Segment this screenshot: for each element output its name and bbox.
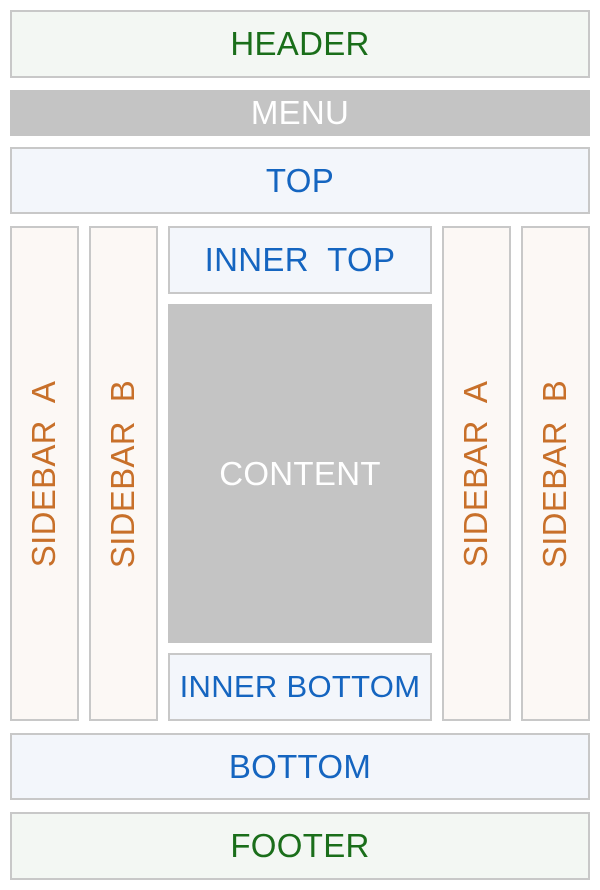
- content-label: CONTENT: [219, 454, 381, 492]
- header-block: HEADER: [10, 10, 590, 78]
- menu-block: MENU: [10, 90, 590, 136]
- sidebar-b-right: SIDEBAR B: [521, 226, 590, 721]
- inner-top-label: INNER TOP: [204, 241, 396, 278]
- footer-label: FOOTER: [230, 827, 370, 864]
- content-block: CONTENT: [168, 304, 432, 643]
- sidebar-a-right: SIDEBAR A: [442, 226, 511, 721]
- sidebar-a-right-label: SIDEBAR A: [457, 380, 495, 567]
- sidebar-b-left-label: SIDEBAR B: [104, 379, 142, 568]
- sidebar-a-left: SIDEBAR A: [10, 226, 79, 721]
- inner-bottom-block: INNER BOTTOM: [168, 653, 432, 721]
- sidebar-b-left: SIDEBAR B: [89, 226, 158, 721]
- bottom-block: BOTTOM: [10, 733, 590, 800]
- top-label: TOP: [265, 161, 335, 199]
- inner-bottom-label: INNER BOTTOM: [179, 669, 421, 704]
- header-label: HEADER: [230, 25, 370, 62]
- inner-top-block: INNER TOP: [168, 226, 432, 294]
- sidebar-a-left-label: SIDEBAR A: [25, 380, 63, 567]
- sidebar-b-right-label: SIDEBAR B: [536, 379, 574, 568]
- bottom-label: BOTTOM: [228, 747, 372, 785]
- menu-label: MENU: [250, 94, 350, 131]
- footer-block: FOOTER: [10, 812, 590, 880]
- top-block: TOP: [10, 147, 590, 214]
